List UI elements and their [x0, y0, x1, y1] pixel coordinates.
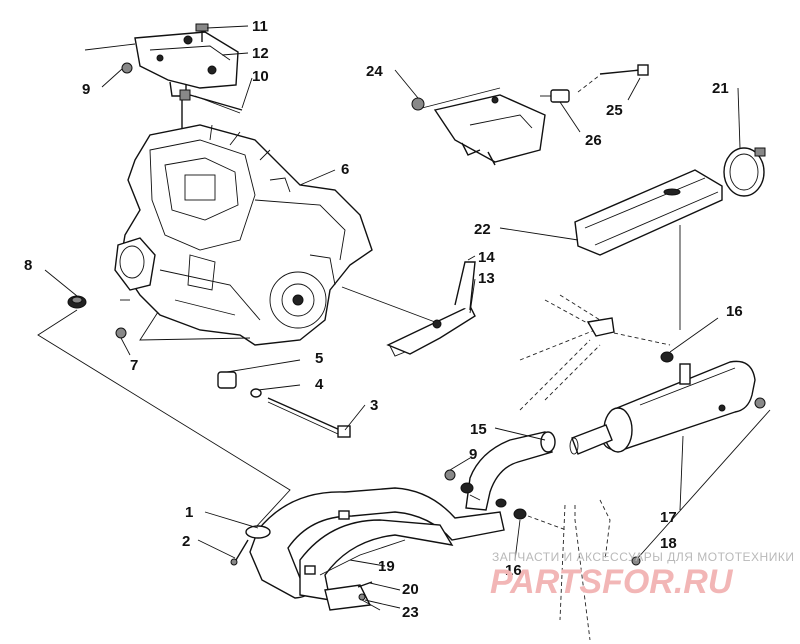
muffler-bracket	[421, 87, 546, 166]
callout-19: 19	[378, 558, 395, 575]
callout-9-lower: 9	[469, 446, 477, 463]
callout-24: 24	[366, 63, 383, 80]
grommet-9-lower	[444, 469, 456, 481]
callout-9-top: 9	[82, 81, 90, 98]
nut-7	[115, 327, 127, 339]
engine-assembly	[114, 124, 373, 346]
callout-21: 21	[712, 80, 729, 97]
callout-1: 1	[185, 504, 193, 521]
bolt-2	[230, 539, 249, 566]
callout-16-upper: 16	[726, 303, 743, 320]
callout-15: 15	[470, 421, 487, 438]
callout-25: 25	[606, 102, 623, 119]
callout-16-lower: 16	[505, 562, 522, 579]
bushing-26	[540, 89, 570, 103]
callout-23: 23	[402, 604, 419, 621]
nut-9-top	[121, 62, 133, 74]
callout-3: 3	[370, 397, 378, 414]
callout-14: 14	[478, 249, 495, 266]
bolt-11	[195, 23, 209, 42]
spring-20	[357, 581, 373, 588]
callout-5: 5	[315, 350, 323, 367]
callout-8: 8	[24, 257, 32, 274]
bolt-18	[631, 397, 771, 566]
watermark-logo: PARTSFOR.RU	[490, 563, 734, 601]
bolt-10	[179, 89, 243, 114]
nut-lower-mid	[460, 482, 507, 508]
callout-6: 6	[341, 161, 349, 178]
callout-12: 12	[252, 45, 269, 62]
heat-shield-22	[574, 169, 723, 256]
engine-mount-bracket	[84, 31, 239, 97]
watermark: ЗАПЧАСТИ И АКСЕССУАРЫ ДЛЯ МОТОТЕХНИКИ PA…	[490, 550, 794, 601]
rear-bracket	[341, 261, 476, 357]
callout-4: 4	[315, 376, 324, 393]
exhaust-pipe-15	[465, 431, 556, 511]
frame-ghost	[519, 294, 671, 411]
callout-7: 7	[130, 357, 138, 374]
callout-11: 11	[252, 18, 268, 35]
clamp-21	[723, 147, 766, 197]
callout-10: 10	[252, 68, 269, 85]
nut-24	[411, 97, 425, 111]
callout-20: 20	[402, 581, 419, 598]
grommet-16-upper	[660, 351, 674, 363]
watermark-subtitle: ЗАПЧАСТИ И АКСЕССУАРЫ ДЛЯ МОТОТЕХНИКИ	[492, 550, 794, 564]
bolt-23	[358, 593, 381, 611]
callout-17: 17	[660, 509, 677, 526]
grommet-16-lower	[513, 508, 567, 531]
gasket-1	[245, 525, 271, 539]
bolt-3	[267, 397, 351, 438]
leader-lines	[44, 25, 741, 609]
muffler-17	[569, 360, 756, 455]
isolator-8	[67, 295, 87, 309]
callout-13: 13	[478, 270, 495, 287]
bolt-25	[577, 64, 649, 93]
washer-4	[250, 388, 262, 398]
callout-2: 2	[182, 533, 190, 550]
callout-26: 26	[585, 132, 602, 149]
spacer-5	[217, 371, 237, 389]
header-pipe-19	[249, 487, 505, 611]
callout-22: 22	[474, 221, 491, 238]
callout-18: 18	[660, 535, 677, 552]
callout-labels: 11 12 10 9 6 8 7 5 4 3 14 13 24 25 26 21…	[24, 18, 743, 621]
